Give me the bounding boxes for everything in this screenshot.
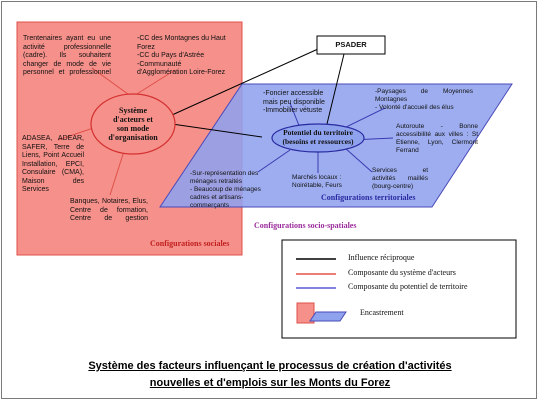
- actor-label-line-2: d'acteurs et: [113, 115, 153, 124]
- legend-label-influence: Influence réciproque: [348, 253, 415, 262]
- territory-block-marches: Marchés locaux : Noirétable, Feurs: [292, 174, 342, 189]
- territory-links: [257, 102, 394, 173]
- influence-links: [171, 48, 345, 138]
- zone-label-social: Configurations sociales: [150, 239, 230, 248]
- territory-block-menages: -Sur-représentation des ménages retraité…: [190, 170, 261, 209]
- actor-block-neo: Trentenaires ayant eu une activité profe…: [23, 35, 111, 76]
- territory-block-paysages: -Paysages de Moyennes Montagnes - Volont…: [375, 88, 473, 111]
- actor-system-node: [90, 93, 176, 155]
- zone-label-socio-spatial: Configurations socio-spatiales: [254, 221, 357, 230]
- caption-line-1: Système des facteurs influençant le proc…: [88, 360, 452, 372]
- actor-block-cc: -CC des Montagnes du Haut Forez -CC du P…: [137, 35, 226, 76]
- legend-label-territory: Composante du potentiel de territoire: [348, 282, 468, 291]
- territory-block-autoroute: Autoroute - Bonne accessibilité aux vill…: [396, 123, 478, 154]
- actor-block-orgs: ADASEA, ADEAR, SAFER, Terre de Liens, Po…: [22, 135, 84, 193]
- legend-label-actors: Composante du système d'acteurs: [348, 268, 456, 277]
- actor-links: [57, 67, 176, 196]
- potential-label-line-2: (besoins et ressources): [282, 136, 354, 146]
- legend-swatch-territory: [309, 311, 347, 322]
- caption-line-2: nouvelles et d'emplois sur les Monts du …: [149, 377, 391, 389]
- legend-box: [281, 239, 517, 339]
- zone-label-territorial: Configurations territoriales: [321, 193, 416, 202]
- territory-block-services: Services et activités maillés (bourg-cen…: [372, 167, 428, 190]
- actor-label-line-4: d'organisation: [108, 133, 158, 142]
- actor-label-line-1: Système: [119, 106, 147, 115]
- legend-label-encastrement: Encastrement: [360, 308, 404, 317]
- actor-block-banks: Banques, Notaires, Elus, Centre de forma…: [70, 198, 148, 222]
- psader-box: [316, 35, 386, 55]
- social-zone: [16, 21, 243, 256]
- legend-swatch-social: [296, 302, 315, 324]
- actor-system-label: Système d'acteurs et son mode d'organisa…: [101, 106, 165, 142]
- psader-label: PSADER: [335, 40, 367, 49]
- potential-label: Potentiel du territoire (besoins et ress…: [272, 128, 364, 146]
- potential-node: [271, 123, 365, 153]
- actor-label-line-3: son mode: [116, 124, 150, 133]
- territory-block-foncier: -Foncier accessible mais peu disponible …: [263, 90, 325, 114]
- potential-label-line-1: Potentiel du territoire: [283, 128, 353, 137]
